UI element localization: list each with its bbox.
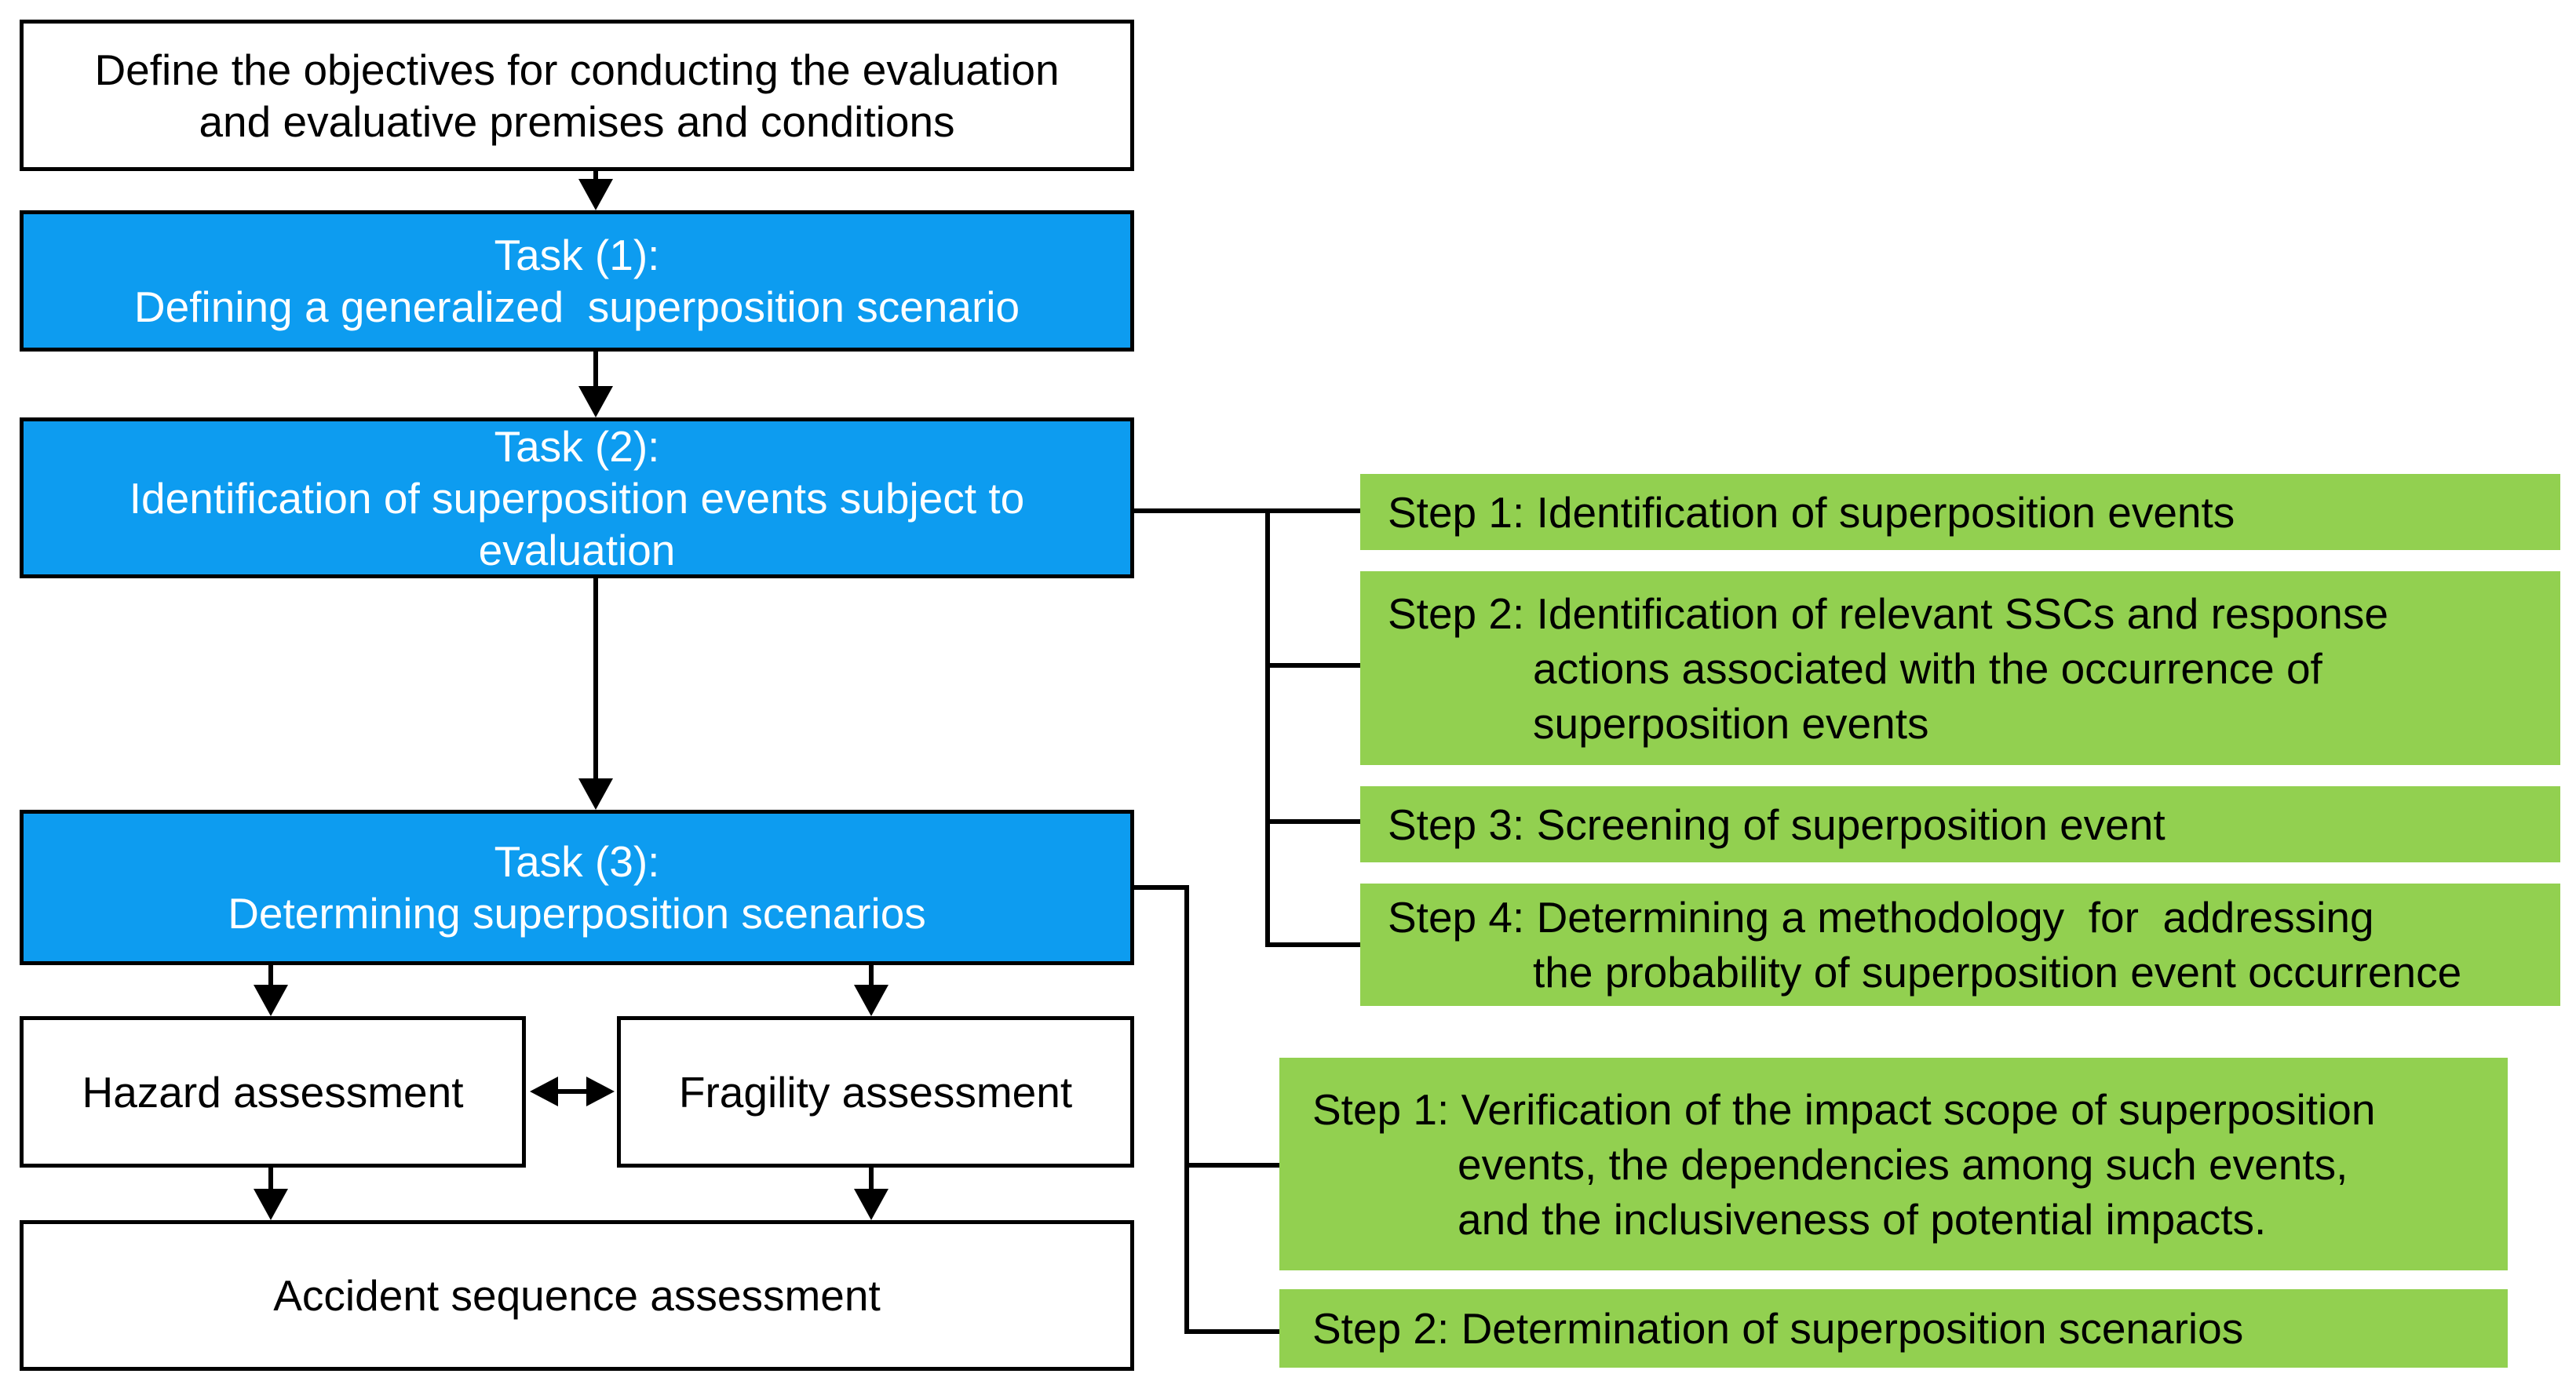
double-arrow-right-head bbox=[586, 1077, 615, 1106]
connector-task2-to-step2 bbox=[1265, 663, 1360, 668]
connector-task2-to-step3 bbox=[1265, 819, 1360, 824]
task2-step4-line-2: the probability of superposition event o… bbox=[1533, 948, 2462, 997]
connector-task2-to-step1 bbox=[1134, 508, 1360, 513]
fragility-assessment-box: Fragility assessment bbox=[617, 1016, 1134, 1168]
task1-box: Task (1): Defining a generalized superpo… bbox=[20, 210, 1134, 352]
task2-step1-box: Step 1: Identification of superposition … bbox=[1360, 474, 2560, 550]
task2-step1-line-1: Step 1: Identification of superposition … bbox=[1388, 487, 2235, 537]
arrow-task3-to-hazard bbox=[254, 965, 288, 1016]
arrow-hazard-to-accident bbox=[254, 1168, 288, 1220]
arrow-task1-to-task2 bbox=[578, 352, 613, 417]
task2-step2-line-2: actions associated with the occurrence o… bbox=[1533, 643, 2322, 693]
task2-step2-box: Step 2: Identification of relevant SSCs … bbox=[1360, 571, 2560, 765]
double-arrow-hazard-fragility bbox=[530, 1077, 615, 1106]
task1-title: Task (1): bbox=[494, 231, 660, 279]
accident-sequence-label: Accident sequence assessment bbox=[273, 1271, 881, 1320]
connector-task3-to-step2 bbox=[1184, 1329, 1279, 1334]
task3-desc: Determining superposition scenarios bbox=[228, 889, 926, 938]
fragility-assessment-label: Fragility assessment bbox=[678, 1067, 1073, 1117]
task3-step1-line-1: Step 1: Verification of the impact scope… bbox=[1312, 1084, 2376, 1134]
task2-step2-line-3: superposition events bbox=[1533, 698, 1929, 748]
accident-sequence-box: Accident sequence assessment bbox=[20, 1220, 1134, 1371]
connector-task2-to-step4 bbox=[1265, 942, 1360, 947]
task2-desc-2: evaluation bbox=[478, 525, 676, 574]
task2-desc-1: Identification of superposition events s… bbox=[129, 473, 1025, 523]
task2-step4-line-1: Step 4: Determining a methodology for ad… bbox=[1388, 893, 2374, 942]
objectives-line-1: Define the objectives for conducting the… bbox=[94, 45, 1060, 94]
connector-task3-trunk bbox=[1184, 885, 1189, 1334]
task2-step3-line-1: Step 3: Screening of superposition event bbox=[1388, 800, 2166, 849]
task3-box: Task (3): Determining superposition scen… bbox=[20, 810, 1134, 965]
task3-title: Task (3): bbox=[494, 837, 660, 886]
task3-step2-box: Step 2: Determination of superposition s… bbox=[1279, 1289, 2508, 1368]
task2-step2-line-1: Step 2: Identification of relevant SSCs … bbox=[1388, 589, 2388, 638]
task2-box: Task (2): Identification of superpositio… bbox=[20, 417, 1134, 578]
arrow-task2-to-task3 bbox=[578, 578, 613, 810]
objectives-box: Define the objectives for conducting the… bbox=[20, 20, 1134, 171]
task2-title: Task (2): bbox=[494, 421, 660, 471]
task2-step4-box: Step 4: Determining a methodology for ad… bbox=[1360, 884, 2560, 1006]
arrow-task3-to-fragility bbox=[854, 965, 888, 1016]
task1-desc: Defining a generalized superposition sce… bbox=[133, 282, 1020, 331]
connector-task3-to-step1 bbox=[1184, 1163, 1279, 1168]
task3-step1-line-3: and the inclusiveness of potential impac… bbox=[1458, 1194, 2267, 1244]
connector-task3-out bbox=[1134, 885, 1187, 890]
objectives-line-2: and evaluative premises and conditions bbox=[199, 97, 955, 146]
arrow-fragility-to-accident bbox=[854, 1168, 888, 1220]
task3-step1-line-2: events, the dependencies among such even… bbox=[1458, 1139, 2348, 1189]
connector-task2-trunk bbox=[1265, 508, 1270, 947]
task3-step1-box: Step 1: Verification of the impact scope… bbox=[1279, 1058, 2508, 1270]
hazard-assessment-label: Hazard assessment bbox=[82, 1067, 464, 1117]
hazard-assessment-box: Hazard assessment bbox=[20, 1016, 526, 1168]
task3-step2-line-1: Step 2: Determination of superposition s… bbox=[1312, 1304, 2244, 1353]
task2-step3-box: Step 3: Screening of superposition event bbox=[1360, 786, 2560, 862]
arrow-objectives-to-task1 bbox=[578, 171, 613, 210]
